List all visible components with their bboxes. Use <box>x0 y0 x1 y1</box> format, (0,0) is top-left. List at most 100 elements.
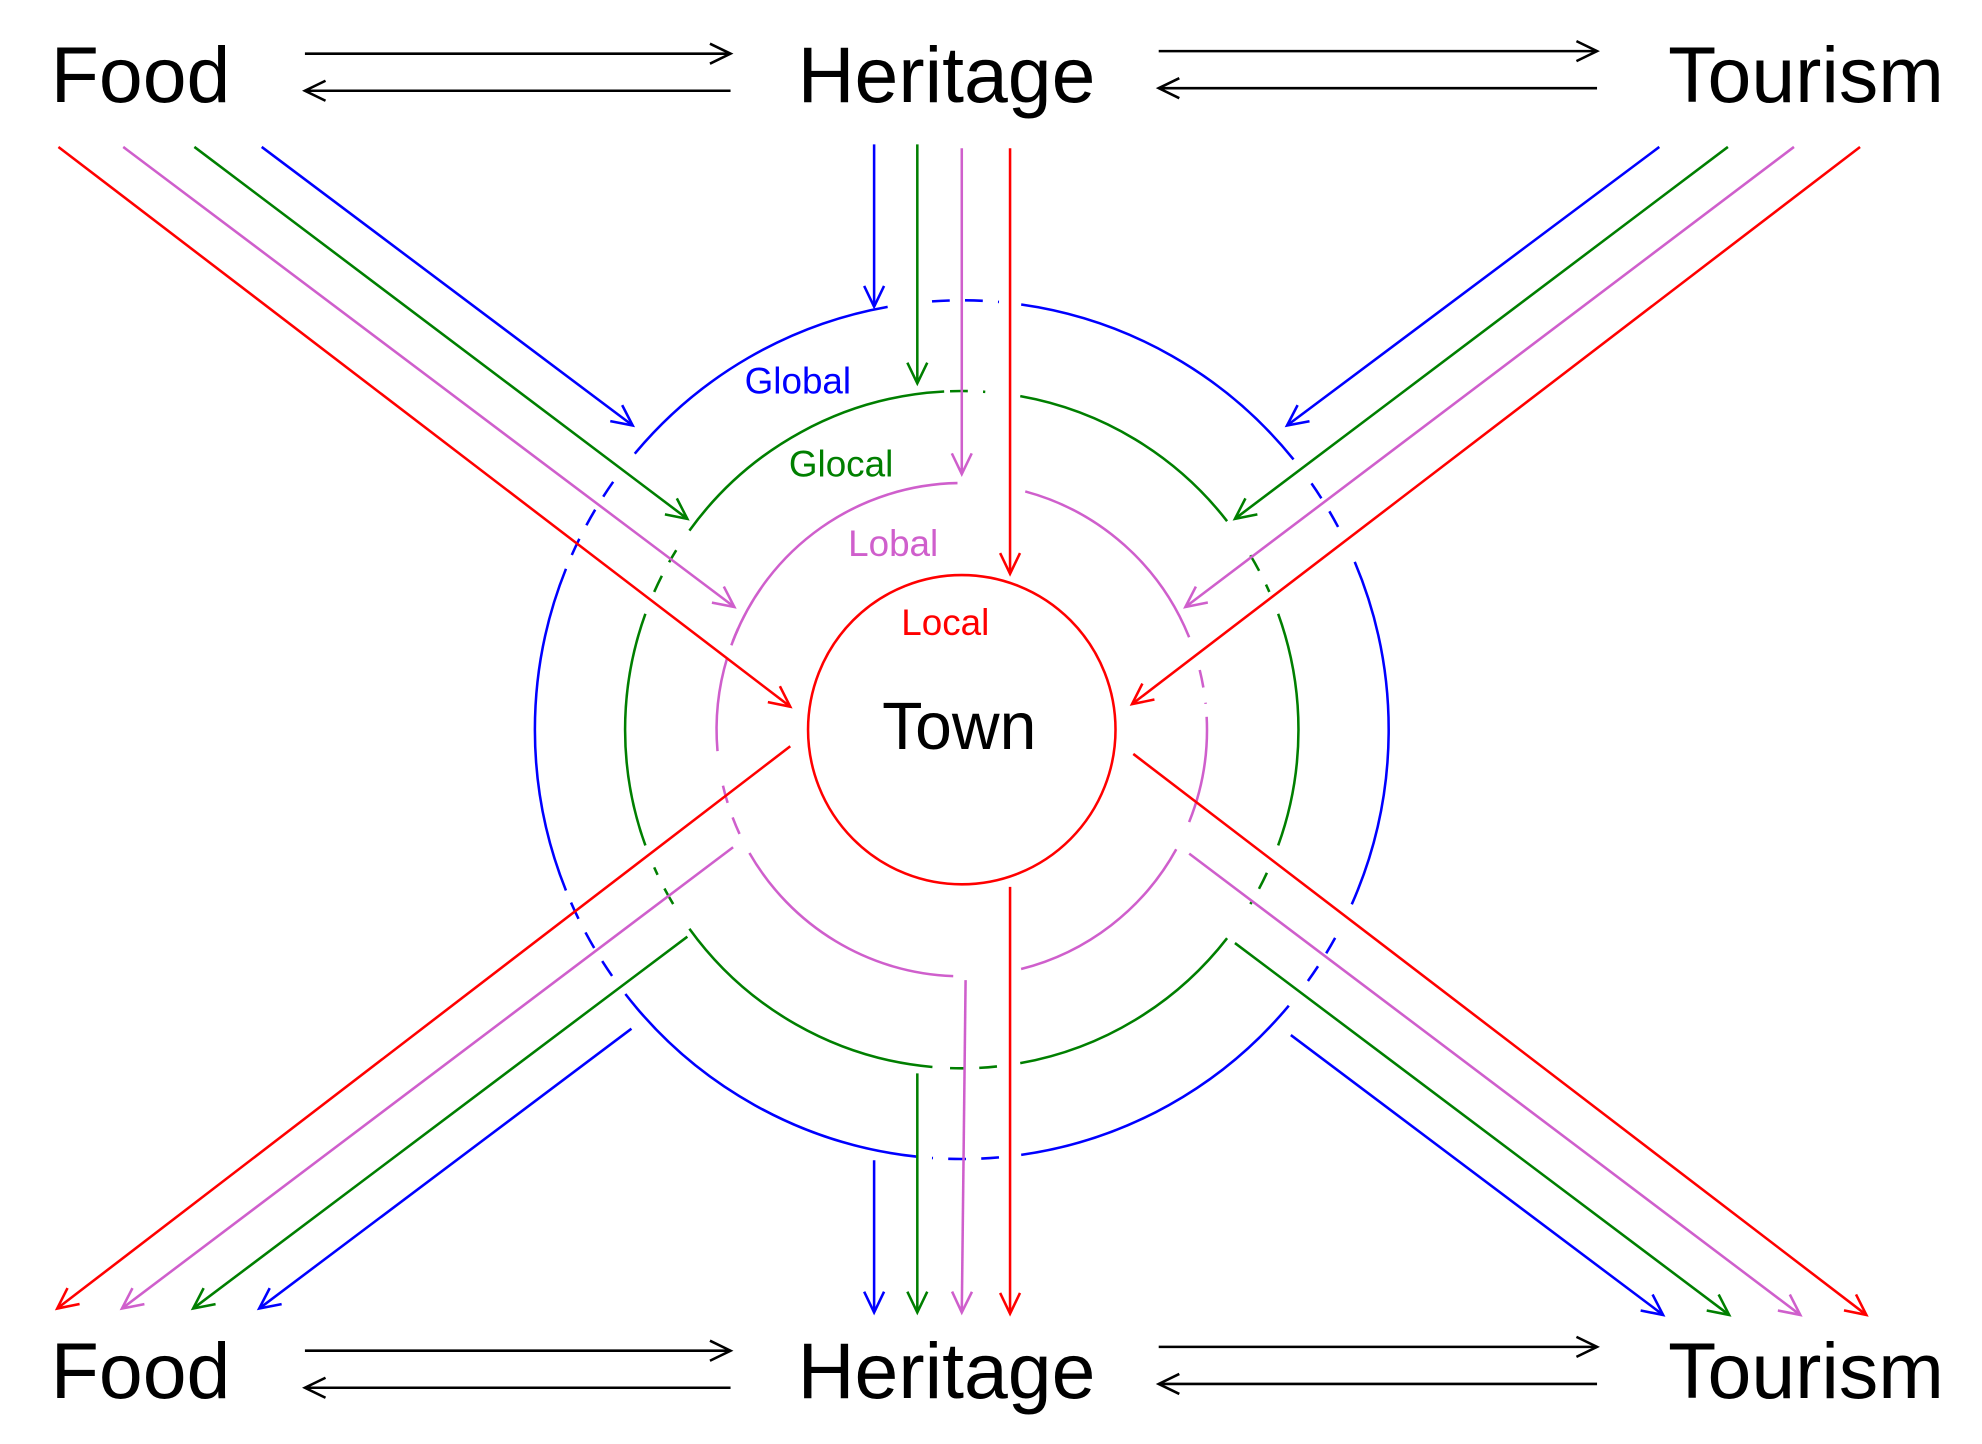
node-food-top: Food <box>51 30 231 119</box>
arrowhead-icon <box>1706 1293 1732 1317</box>
flow-arrow-town-to-heritage-glocal <box>906 1073 929 1316</box>
arrowhead-icon <box>1155 77 1180 100</box>
arrow-shaft <box>192 935 689 1310</box>
arrowhead-icon <box>1155 1372 1180 1396</box>
ring-glocal-dashed-segment <box>949 389 986 394</box>
arrow-shaft <box>1234 145 1729 520</box>
arrowhead-icon <box>863 285 886 310</box>
flow-arrow-heritage-to-town-glocal <box>906 144 929 387</box>
node-tourism-bottom: Tourism <box>1668 1326 1944 1415</box>
exchange-arrow <box>304 42 734 65</box>
flow-arrow-tourism-to-town-lobal <box>1183 145 1795 609</box>
ring-lobal-solid-segment <box>715 657 729 752</box>
arrow-shaft <box>1234 942 1730 1316</box>
arrowhead-icon <box>709 1339 734 1362</box>
arrowhead-icon <box>664 497 690 521</box>
arrowhead-icon <box>1575 1335 1600 1359</box>
arrow-shaft <box>1286 145 1661 427</box>
ring-glocal-solid-segment <box>1276 613 1300 846</box>
arrow-shaft <box>1132 752 1868 1316</box>
arrowhead-icon <box>1284 404 1310 428</box>
flow-arrow-heritage-to-town-lobal <box>950 148 973 478</box>
ring-label-local: Local <box>901 602 989 643</box>
exchange-arrow <box>304 1339 734 1362</box>
arrowhead-icon <box>302 1376 327 1399</box>
ring-local-circle <box>806 573 1117 886</box>
arrow-shaft <box>1188 852 1802 1316</box>
arrowhead-icon <box>950 452 973 478</box>
arrowhead-icon <box>906 362 929 387</box>
exchange-arrow <box>1158 39 1600 63</box>
node-heritage-top: Heritage <box>798 30 1096 119</box>
arrowhead-icon <box>610 404 636 428</box>
arrowhead-icon <box>711 585 737 609</box>
arrowhead-icon <box>998 552 1022 577</box>
ring-label-lobal: Lobal <box>848 523 938 564</box>
flow-arrow-heritage-to-town-local <box>998 148 1022 577</box>
ring-lobal-solid-segment <box>1020 848 1178 971</box>
ring-lobal-dashed-segment <box>719 772 741 835</box>
flow-arrow-food-to-town-lobal <box>122 145 737 609</box>
arrowhead-icon <box>256 1287 282 1311</box>
flow-arrow-tourism-to-town-global <box>1284 145 1661 428</box>
ring-label-global: Global <box>745 360 851 401</box>
ring-global-solid-segment <box>1350 561 1390 905</box>
arrowhead-icon <box>767 685 793 709</box>
arrow-shaft <box>260 145 634 427</box>
ring-glocal-dashed-segment <box>1249 554 1271 593</box>
arrowhead-icon <box>302 79 327 102</box>
node-tourism-top: Tourism <box>1668 30 1944 119</box>
ring-global-solid-segment <box>1021 1004 1290 1157</box>
arrowhead-icon <box>1843 1293 1869 1317</box>
ring-global-dashed-segment <box>1310 482 1344 536</box>
arrowhead-icon <box>1183 585 1209 609</box>
arrowhead-icon <box>1575 39 1600 63</box>
exchange-arrow <box>1155 77 1598 100</box>
ring-glocal-dashed-segment <box>1249 872 1269 905</box>
ring-glocal-solid-segment <box>1020 937 1229 1065</box>
arrowhead-icon <box>863 1291 886 1316</box>
flow-arrow-tourism-to-town-local <box>1129 145 1861 706</box>
arrowhead-icon <box>950 1291 974 1316</box>
ring-glocal-solid-segment <box>623 613 647 846</box>
flow-arrow-town-to-heritage-lobal <box>950 980 974 1316</box>
ring-glocal-solid-segment <box>1020 394 1229 522</box>
flow-arrow-town-to-heritage-global <box>863 1160 886 1316</box>
ring-lobal-solid-segment <box>748 852 954 978</box>
arrow-shaft <box>258 1027 633 1310</box>
arrow-shaft <box>1290 1034 1664 1316</box>
arrowhead-icon <box>54 1287 80 1311</box>
ring-global-dashed-segment <box>567 896 614 977</box>
flow-arrow-tourism-to-town-glocal <box>1232 145 1729 521</box>
arrowhead-icon <box>1777 1293 1803 1317</box>
flow-arrow-heritage-to-town-global <box>863 144 886 310</box>
arrowhead-icon <box>1640 1293 1666 1317</box>
flow-arrow-town-to-food-lobal <box>119 846 734 1311</box>
arrow-shaft <box>1184 145 1795 609</box>
ring-lobal-dashed-segment <box>1198 669 1207 705</box>
flow-arrow-town-to-tourism-local <box>1132 752 1869 1317</box>
ring-glocal-dashed-segment <box>949 1065 998 1070</box>
arrow-shaft <box>56 745 792 1310</box>
ring-global-dashed-segment <box>931 1156 1000 1161</box>
ring-glocal-solid-segment <box>688 390 945 532</box>
ring-lobal-solid-segment <box>1187 716 1209 823</box>
arrow-shaft <box>960 980 967 1313</box>
ring-global-dashed-segment <box>1301 937 1337 989</box>
flow-arrow-food-to-town-local <box>57 145 793 709</box>
flow-arrow-food-to-town-global <box>260 145 636 428</box>
ring-glocal-solid-segment <box>688 927 933 1069</box>
node-heritage-bottom: Heritage <box>798 1326 1096 1415</box>
ring-global-solid-segment <box>633 305 888 455</box>
center-town-label: Town <box>882 690 1036 764</box>
ring-global-solid-segment <box>533 568 568 891</box>
flow-arrow-town-to-food-glocal <box>190 935 689 1311</box>
node-food-bottom: Food <box>51 1326 231 1415</box>
ring-global-solid-segment <box>624 993 918 1158</box>
ring-glocal-dashed-segment <box>653 866 675 905</box>
flow-arrow-town-to-heritage-local <box>998 886 1022 1317</box>
ring-label-glocal: Glocal <box>789 444 893 485</box>
arrowhead-icon <box>906 1291 929 1316</box>
flow-arrow-town-to-food-global <box>256 1027 633 1311</box>
flow-arrow-town-to-tourism-glocal <box>1234 942 1732 1317</box>
